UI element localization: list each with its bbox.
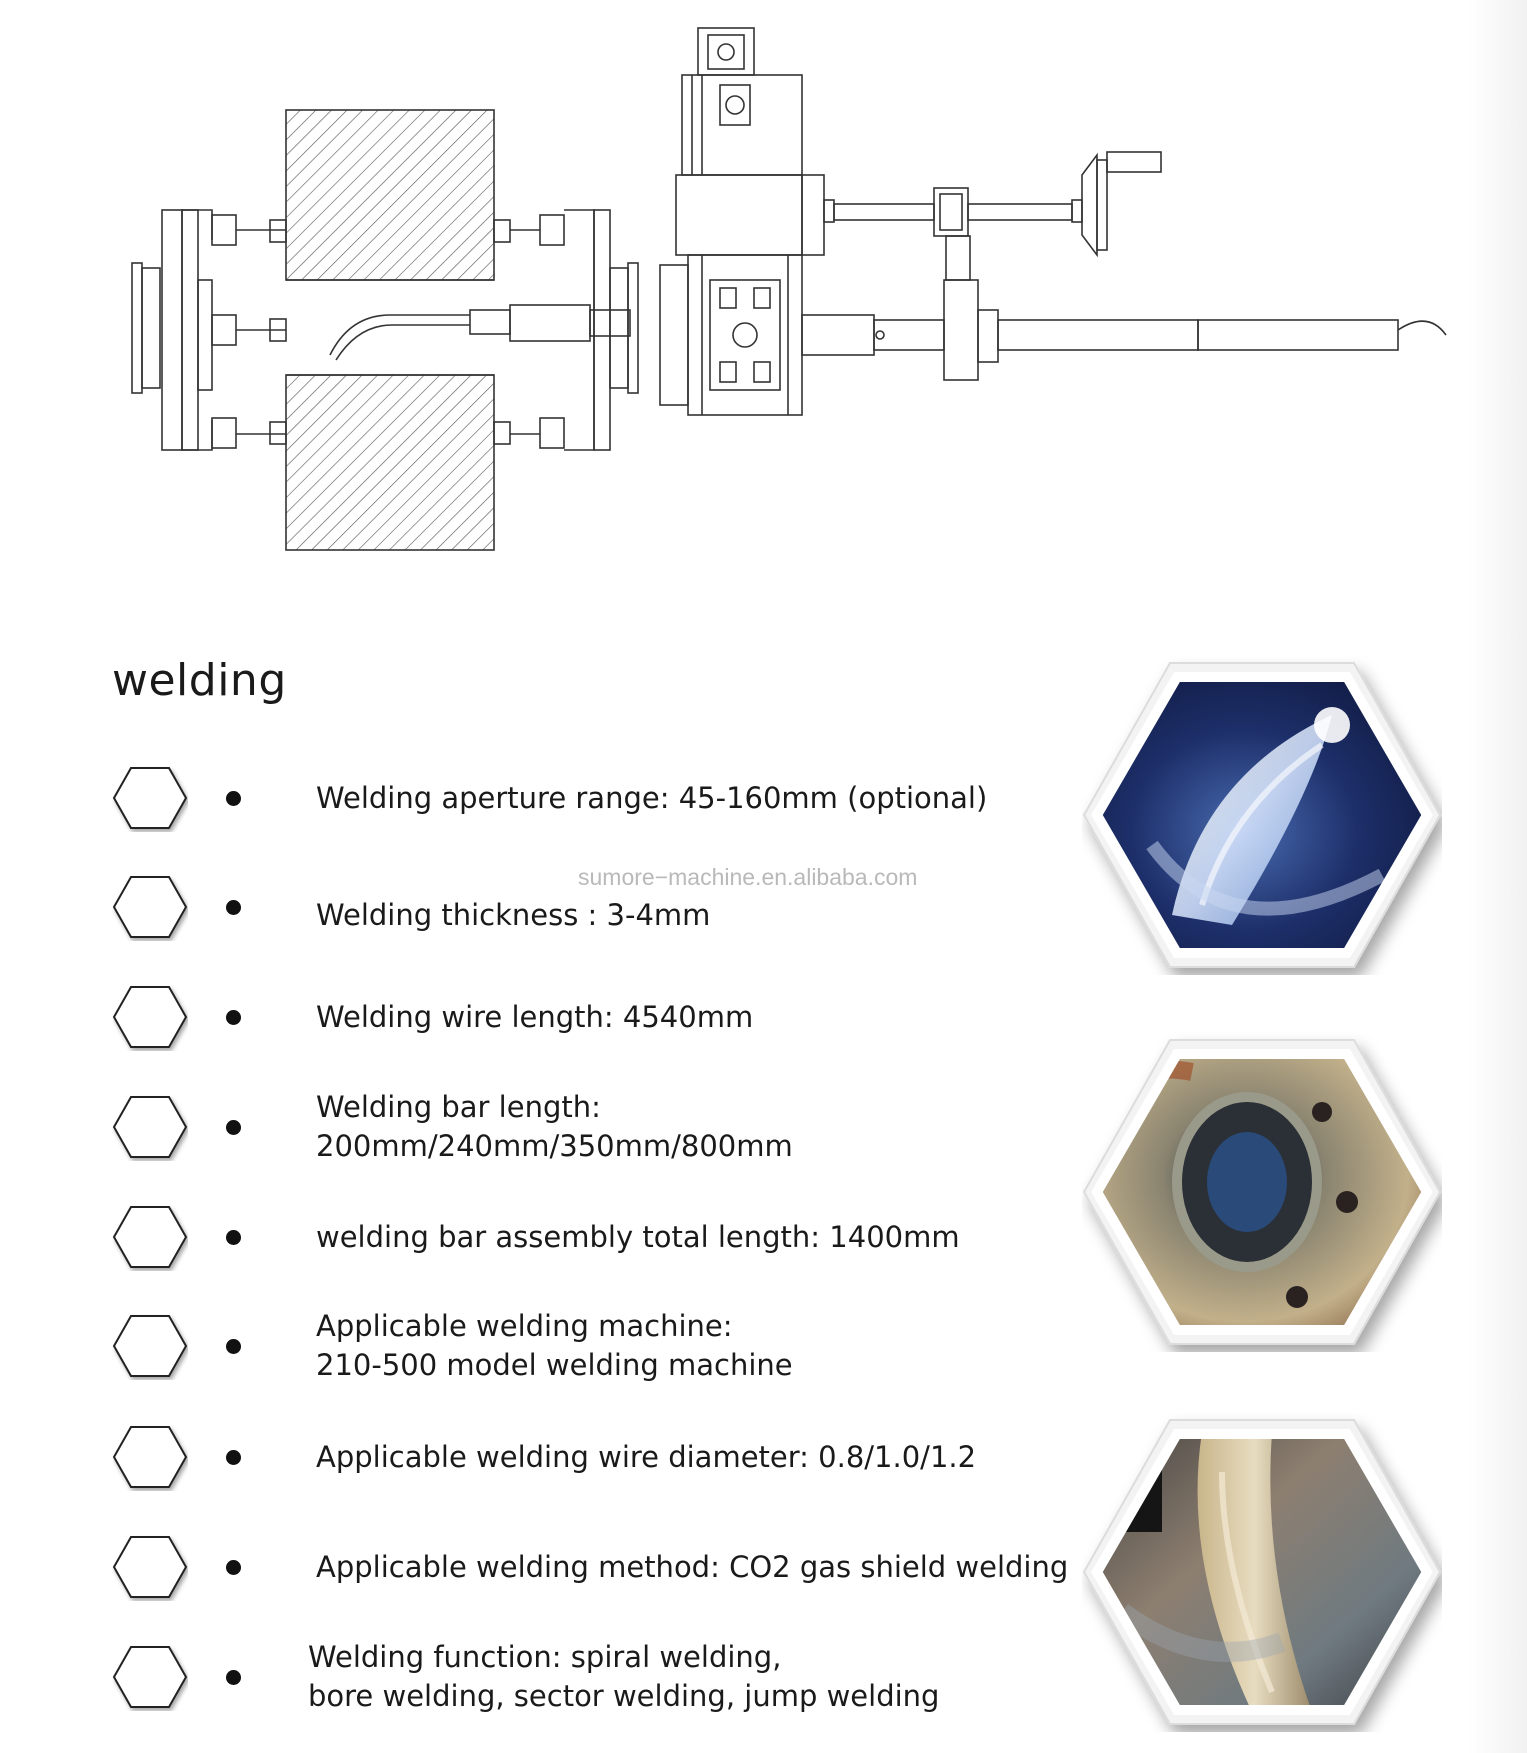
hexagon-icon — [112, 876, 188, 938]
spec-line: Welding thickness : 3-4mm — [316, 897, 711, 932]
bullet-icon — [226, 1450, 241, 1465]
spec-line: Welding wire length: 4540mm — [316, 999, 754, 1034]
weld-photo-1 — [1082, 662, 1442, 968]
spec-line: Applicable welding machine: — [316, 1309, 733, 1343]
spec-line: Applicable welding method: CO2 gas shiel… — [316, 1549, 1069, 1584]
spec-line: 200mm/240mm/350mm/800mm — [316, 1129, 793, 1163]
hexagon-icon — [112, 1646, 188, 1708]
welding-machine-drawing — [131, 27, 1447, 551]
spec-text: Welding thickness : 3-4mm — [316, 875, 710, 955]
spec-text: Welding function: spiral welding, bore w… — [308, 1637, 939, 1717]
spec-row: Welding function: spiral welding, bore w… — [0, 1637, 1080, 1717]
bullet-icon — [226, 1120, 241, 1135]
hexagon-icon — [112, 767, 188, 829]
bullet-icon — [226, 1560, 241, 1575]
spec-line: Welding function: spiral welding, — [308, 1640, 782, 1674]
spec-text: Welding bar length: 200mm/240mm/350mm/80… — [316, 1087, 793, 1167]
spec-row: Welding bar length: 200mm/240mm/350mm/80… — [0, 1087, 1080, 1167]
hexagon-icon — [112, 1206, 188, 1268]
bullet-icon — [226, 1010, 241, 1025]
spec-text: Applicable welding method: CO2 gas shiel… — [316, 1527, 1068, 1607]
bullet-icon — [226, 900, 241, 915]
spec-line: welding bar assembly total length: 1400m… — [316, 1219, 960, 1254]
bullet-icon — [226, 1339, 241, 1354]
spec-line: Welding bar length: — [316, 1090, 601, 1124]
bullet-icon — [226, 791, 241, 806]
hexagon-icon — [112, 1426, 188, 1488]
spec-row: Welding wire length: 4540mm — [0, 977, 1080, 1057]
watermark-text: sumore−machine.en.alibaba.com — [578, 864, 918, 890]
hexagon-icon — [112, 1536, 188, 1598]
spec-row: welding bar assembly total length: 1400m… — [0, 1197, 1080, 1277]
spec-text: Applicable welding wire diameter: 0.8/1.… — [316, 1417, 976, 1497]
spec-line: Applicable welding wire diameter: 0.8/1.… — [316, 1439, 977, 1474]
hexagon-icon — [112, 1096, 188, 1158]
bullet-icon — [226, 1670, 241, 1685]
spec-text: Welding wire length: 4540mm — [316, 977, 753, 1057]
spec-text: welding bar assembly total length: 1400m… — [316, 1197, 960, 1277]
spec-text: Applicable welding machine: 210-500 mode… — [316, 1306, 793, 1386]
spec-row: Applicable welding machine: 210-500 mode… — [0, 1306, 1080, 1386]
spec-text: Welding aperture range: 45-160mm (option… — [316, 758, 987, 838]
spec-line: bore welding, sector welding, jump weldi… — [308, 1679, 940, 1713]
spec-row: Welding aperture range: 45-160mm (option… — [0, 758, 1080, 838]
weld-photo-3 — [1082, 1419, 1442, 1725]
section-title: welding — [112, 655, 287, 706]
spec-row: Applicable welding wire diameter: 0.8/1.… — [0, 1417, 1080, 1497]
spec-row: Welding thickness : 3-4mm — [0, 867, 1080, 947]
bullet-icon — [226, 1230, 241, 1245]
spec-line: 210-500 model welding machine — [316, 1348, 793, 1382]
page-edge-shade — [1467, 0, 1527, 1753]
spec-line: Welding aperture range: 45-160mm (option… — [316, 780, 988, 815]
spec-row: Applicable welding method: CO2 gas shiel… — [0, 1527, 1080, 1607]
hexagon-icon — [112, 1315, 188, 1377]
hexagon-icon — [112, 986, 188, 1048]
weld-photo-2 — [1082, 1039, 1442, 1345]
